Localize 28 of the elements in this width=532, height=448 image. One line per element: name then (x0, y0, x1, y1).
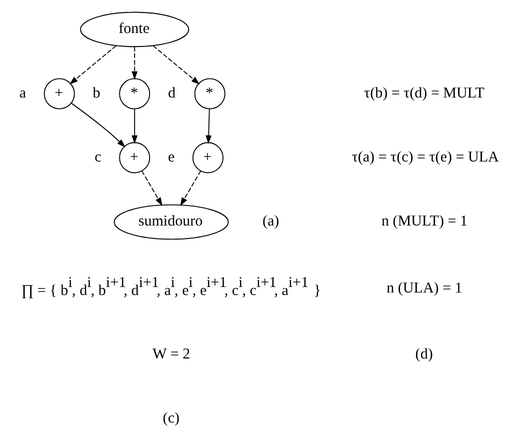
label: n (ULA) = 1 (386, 280, 462, 296)
arrow (131, 46, 138, 80)
node-ellipse: fonte (80, 12, 189, 48)
arrow (131, 108, 138, 144)
label: W = 2 (152, 346, 190, 363)
node-circle: * (118, 78, 150, 110)
arrow (180, 170, 201, 206)
node-label: e (167, 149, 174, 166)
node-circle: + (192, 142, 223, 174)
label: τ(b) = τ(d) = MULT (364, 85, 484, 102)
node-label: c (94, 149, 101, 166)
arrow (140, 170, 162, 206)
label: (c) (162, 410, 180, 426)
node-circle: * (194, 78, 225, 110)
node-circle: + (118, 142, 150, 174)
node-label: d (167, 85, 176, 102)
arrow (70, 102, 125, 148)
label: τ(a) = τ(c) = τ(e) = ULA (351, 149, 498, 166)
node-ellipse: sumidouro (113, 204, 228, 240)
label: n (MULT) = 1 (380, 214, 467, 230)
node-label: a (18, 85, 26, 102)
arrow (205, 108, 212, 144)
label: (d) (414, 346, 432, 363)
arrow (68, 45, 116, 84)
label: (a) (262, 214, 279, 230)
arrow (152, 45, 200, 84)
node-circle: + (43, 78, 74, 110)
node-label: b (92, 85, 100, 102)
